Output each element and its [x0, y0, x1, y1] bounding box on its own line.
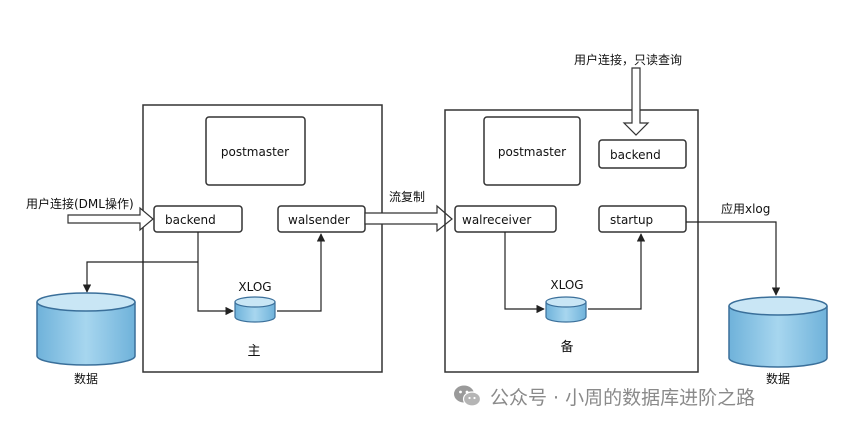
- primary-database-cylinder: [36, 292, 136, 366]
- standby-database-cylinder: [728, 296, 828, 368]
- standby-postmaster-label: postmaster: [498, 145, 566, 159]
- standby-xlog-label: XLOG: [550, 278, 583, 292]
- walreceiver-to-xlog-arrow: [504, 232, 545, 314]
- standby-backend-label: backend: [610, 148, 661, 162]
- startup-to-database-arrow: [686, 221, 781, 296]
- primary-postmaster-box: [205, 116, 306, 186]
- user-dml-label: 用户连接(DML操作): [26, 196, 134, 211]
- stream-replication-label: 流复制: [389, 190, 425, 204]
- primary-database-label: 数据: [74, 371, 98, 386]
- walsender-label: walsender: [288, 213, 350, 227]
- startup-label: startup: [610, 213, 653, 227]
- primary-server-box: [142, 104, 383, 373]
- walreceiver-label: walreceiver: [462, 213, 531, 227]
- stream-replication-arrow: [364, 204, 453, 233]
- user-readonly-label: 用户连接，只读查询: [574, 52, 682, 67]
- primary-xlog-cylinder: [234, 296, 276, 323]
- standby-server-box: [444, 109, 699, 373]
- wechat-icon: [454, 385, 482, 407]
- user-dml-arrow: [67, 206, 154, 232]
- primary-backend-label: backend: [165, 213, 216, 227]
- primary-xlog-label: XLOG: [238, 280, 271, 294]
- standby-database-label: 数据: [766, 371, 790, 386]
- standby-xlog-cylinder: [545, 296, 587, 323]
- watermark-text: 公众号 · 小周的数据库进阶之路: [490, 386, 756, 409]
- standby-backend-box: [598, 139, 687, 169]
- standby-role-label: 备: [560, 339, 573, 355]
- primary-role-label: 主: [247, 344, 260, 359]
- watermark: 公众号 · 小周的数据库进阶之路: [452, 381, 755, 411]
- xlog-to-startup-arrow: [588, 233, 646, 310]
- standby-postmaster-box: [483, 116, 581, 186]
- xlog-to-walsender-arrow: [277, 233, 326, 312]
- backend-to-xlog-arrow: [197, 232, 234, 316]
- startup-box: [598, 205, 687, 233]
- user-readonly-arrow: [622, 67, 650, 136]
- apply-xlog-label: 应用xlog: [721, 201, 770, 216]
- primary-postmaster-label: postmaster: [221, 145, 289, 159]
- backend-to-database-arrow: [82, 261, 198, 293]
